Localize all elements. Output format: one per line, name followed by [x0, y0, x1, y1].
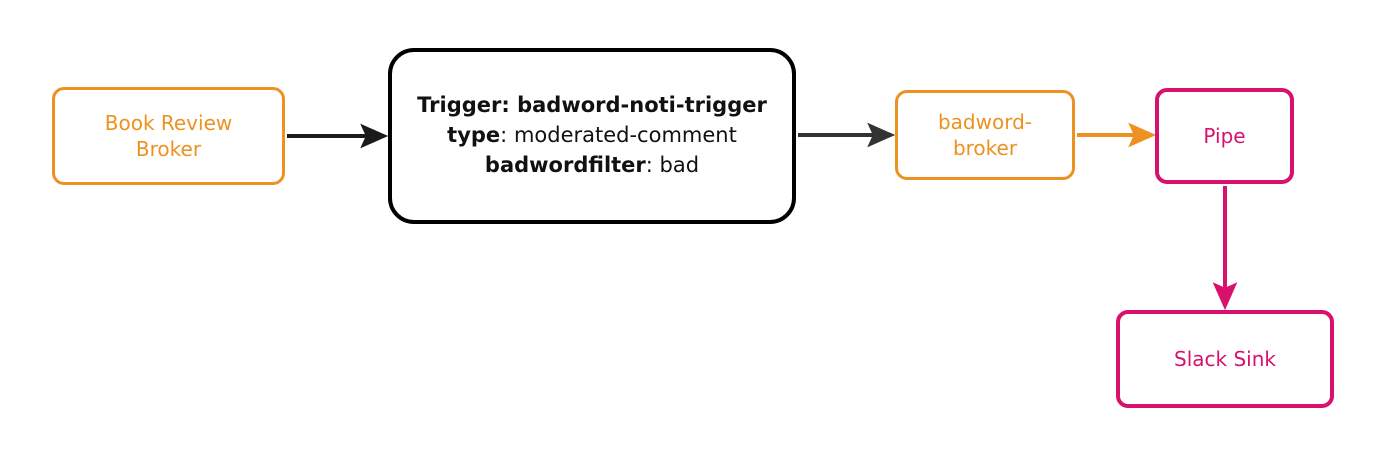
trigger-line-badwordfilter-value: bad [659, 152, 700, 177]
trigger-line-trigger: Trigger: badword-noti-trigger [417, 91, 767, 121]
trigger-line-type-key: type [447, 123, 501, 148]
trigger-line-type: type: moderated-comment [417, 121, 767, 151]
node-book-review-broker[interactable]: Book Review Broker [52, 87, 285, 185]
trigger-line-badwordfilter-separator: : [645, 152, 660, 177]
trigger-line-type-value: moderated-comment [513, 123, 737, 148]
node-slack-sink[interactable]: Slack Sink [1116, 310, 1334, 408]
node-pipe-label: Pipe [1203, 124, 1246, 148]
trigger-line-trigger-value: badword-noti-trigger [517, 93, 767, 118]
node-trigger-label: Trigger: badword-noti-trigger type: mode… [399, 91, 785, 180]
trigger-line-type-separator: : [500, 123, 514, 148]
node-book-review-broker-label: Book Review Broker [104, 111, 233, 161]
trigger-line-trigger-key: Trigger: [417, 93, 510, 118]
trigger-line-badwordfilter-key: badwordfilter [484, 152, 646, 177]
node-slack-sink-label: Slack Sink [1174, 347, 1276, 371]
trigger-line-badwordfilter: badwordfilter: bad [417, 151, 767, 181]
trigger-line-trigger-space [510, 93, 517, 117]
node-pipe[interactable]: Pipe [1155, 88, 1294, 184]
node-badword-broker-label: badword- broker [937, 110, 1033, 160]
node-badword-broker[interactable]: badword- broker [895, 90, 1075, 180]
node-trigger[interactable]: Trigger: badword-noti-trigger type: mode… [388, 48, 796, 224]
